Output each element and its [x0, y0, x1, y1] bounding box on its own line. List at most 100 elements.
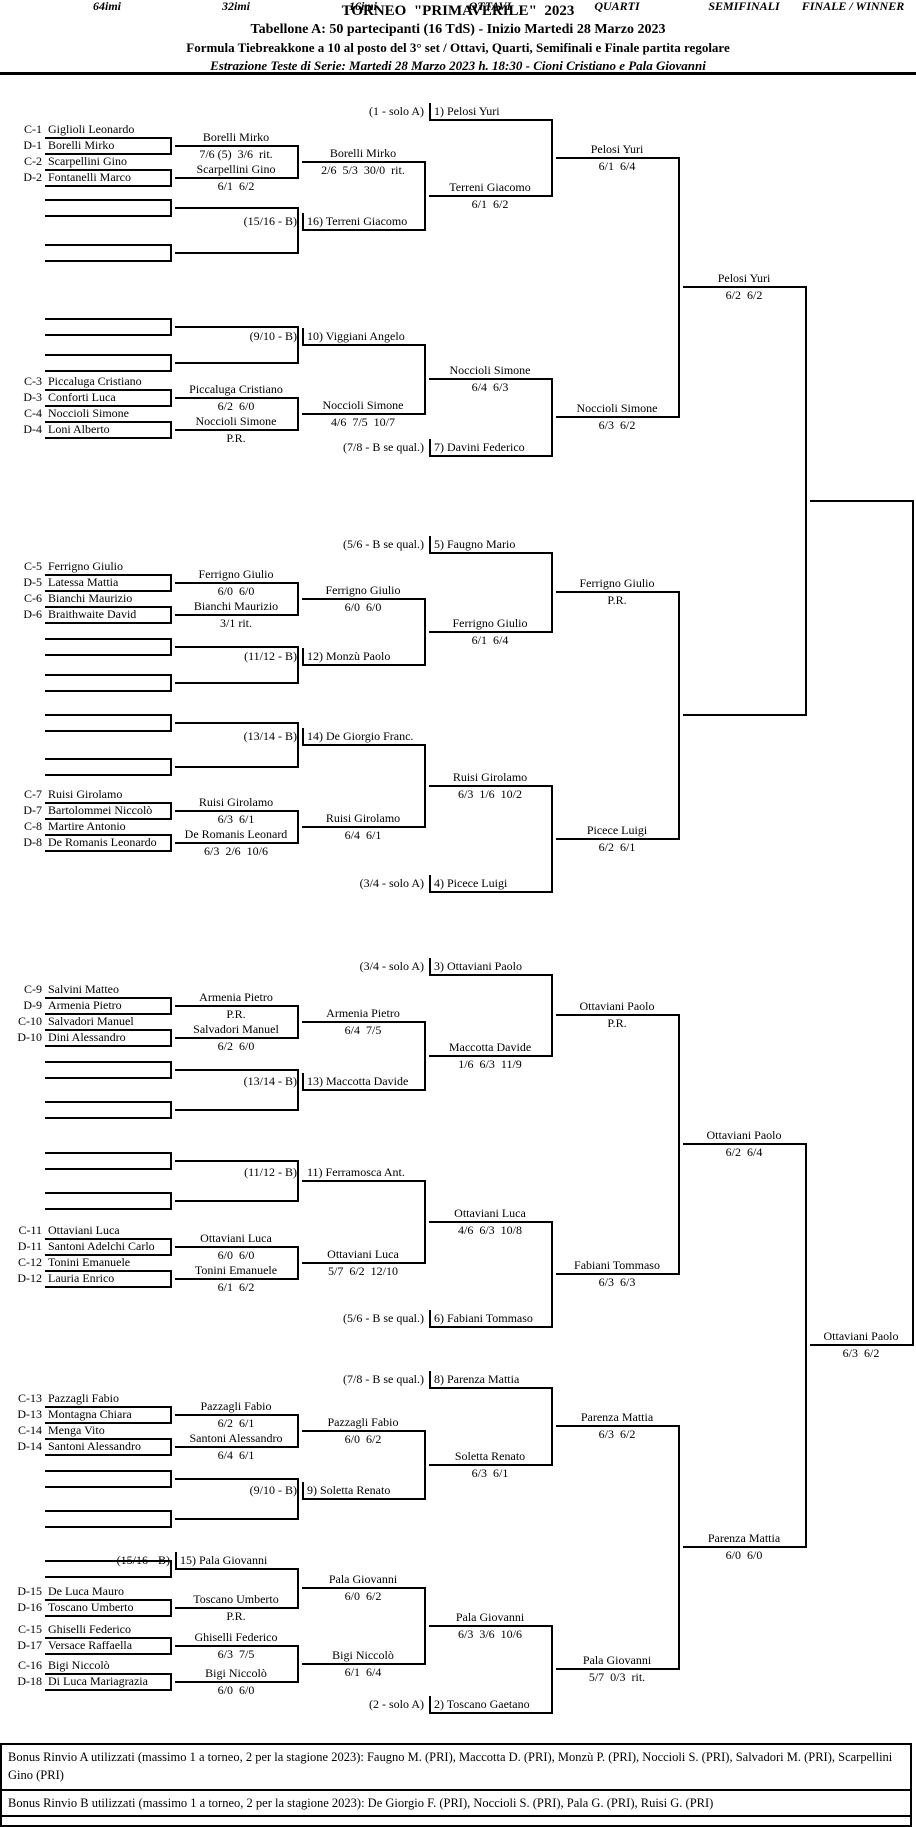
match-score: 2/6 5/3 30/0 rit.	[321, 163, 405, 177]
player-name: Piccaluga Cristiano	[48, 374, 142, 388]
empty-slot-line	[683, 714, 805, 716]
player-name: Menga Vito	[48, 1423, 105, 1437]
winner-name: Piccaluga Cristiano	[189, 382, 283, 396]
bracket-connector	[429, 536, 431, 554]
winner-name: Noccioli Simone	[322, 398, 404, 412]
seed-name: 11) Ferramosca Ant.	[307, 1165, 405, 1179]
match-score: 6/0 6/0	[217, 1248, 255, 1262]
bracket-connector	[551, 119, 553, 197]
player-label: C-3	[24, 374, 42, 388]
seed-note: (2 - solo A)	[369, 1697, 424, 1711]
bracket-connector	[678, 157, 680, 418]
seed-line	[429, 974, 551, 976]
bracket-connector	[170, 834, 172, 852]
winner-name: Borelli Mirko	[329, 146, 397, 160]
bye-line	[175, 326, 297, 328]
winner-name: Noccioli Simone	[576, 401, 658, 415]
empty-slot-line	[810, 500, 912, 502]
match-score: 6/0 6/0	[217, 1683, 255, 1697]
seed-note: (11/12 - B)	[244, 1165, 297, 1179]
bracket-connector	[302, 328, 304, 346]
match-score: P.R.	[607, 593, 627, 607]
winner-line	[302, 826, 424, 828]
bye-line	[175, 207, 297, 209]
player-line	[45, 153, 170, 155]
seed-note: (13/14 - B)	[243, 1074, 297, 1088]
match-score: 6/3 2/6 10/6	[203, 844, 268, 858]
winner-name: Tonini Emanuele	[194, 1263, 278, 1277]
bye-line	[175, 722, 297, 724]
winner-line	[683, 1546, 805, 1548]
winner-name: Picece Luigi	[586, 823, 648, 837]
match-score: P.R.	[226, 1007, 246, 1021]
bye-line	[175, 682, 297, 684]
winner-name: Parenza Mattia	[580, 1410, 654, 1424]
player-line	[45, 1286, 170, 1288]
seed-line	[429, 1326, 551, 1328]
bye-line	[45, 730, 170, 732]
match-score: 6/3 6/1	[471, 1466, 509, 1480]
winner-name: Parenza Mattia	[707, 1531, 781, 1545]
seed-note: (5/6 - B se qual.)	[343, 1311, 424, 1325]
player-name: Montagna Chiara	[48, 1407, 132, 1421]
match-score: 6/0 6/2	[344, 1589, 382, 1603]
player-name: De Romanis Leonardo	[48, 835, 157, 849]
match-score: 6/3 6/2	[598, 418, 636, 432]
player-label: C-4	[24, 406, 42, 420]
player-label: D-7	[23, 803, 42, 817]
bracket-connector	[170, 169, 172, 187]
player-name: Dini Alessandro	[48, 1030, 126, 1044]
seed-name: 13) Maccotta Davide	[307, 1074, 409, 1088]
player-label: D-5	[23, 575, 42, 589]
match-score: 6/2 6/1	[217, 1416, 255, 1430]
match-score: 4/6 6/3 10/8	[457, 1223, 522, 1237]
match-score: 4/6 7/5 10/7	[330, 415, 395, 429]
winner-line	[175, 1681, 297, 1683]
player-label: D-17	[17, 1638, 42, 1652]
winner-name: Ottaviani Luca	[200, 1231, 272, 1245]
winner-line	[302, 598, 424, 600]
seed-note: (7/8 - B se qual.)	[343, 1372, 424, 1386]
winner-line	[175, 145, 297, 147]
bracket-connector	[170, 674, 172, 692]
player-line	[45, 1238, 170, 1240]
bracket-connector	[170, 802, 172, 820]
bye-line	[45, 370, 170, 372]
seed-name: 15) Pala Giovanni	[180, 1553, 268, 1567]
match-score: 6/1 6/2	[471, 197, 509, 211]
winner-name: Ferrigno Giulio	[198, 567, 274, 581]
seed-note: (1 - solo A)	[369, 104, 424, 118]
player-name: Bigi Niccolò	[48, 1658, 110, 1672]
player-name: Ferrigno Giulio	[48, 559, 123, 573]
player-label: D-15	[17, 1584, 42, 1598]
player-name: Santoni Adelchi Carlo	[48, 1239, 155, 1253]
winner-name: Pala Giovanni	[455, 1610, 525, 1624]
seed-note: (7/8 - B se qual.)	[343, 440, 424, 454]
bye-line	[45, 674, 170, 676]
winner-line	[429, 1221, 551, 1223]
bracket-connector	[170, 1438, 172, 1456]
bracket-connector	[429, 439, 431, 457]
bracket-connector	[678, 1425, 680, 1670]
winner-name: Scarpellini Gino	[196, 162, 276, 176]
winner-name: Noccioli Simone	[449, 363, 531, 377]
player-name: Salvadori Manuel	[48, 1014, 134, 1028]
player-name: Scarpellini Gino	[48, 154, 127, 168]
match-score: 6/3 6/1	[217, 812, 255, 826]
column-header: FINALE / WINNER	[801, 0, 905, 13]
match-score: 6/3 7/5	[217, 1647, 255, 1661]
player-line	[45, 1673, 170, 1675]
bracket-connector	[297, 1478, 299, 1520]
seed-line	[302, 1089, 424, 1091]
player-label: C-8	[24, 819, 42, 833]
player-name: Fontanelli Marco	[48, 170, 131, 184]
player-line	[45, 185, 170, 187]
player-line	[45, 1653, 170, 1655]
winner-name: Noccioli Simone	[195, 414, 277, 428]
match-score: 6/2 6/0	[217, 399, 255, 413]
bye-line	[175, 252, 297, 254]
match-score: 6/3 1/6 10/2	[457, 787, 522, 801]
player-name: Versace Raffaella	[48, 1638, 133, 1652]
seed-note: (5/6 - B se qual.)	[343, 537, 424, 551]
